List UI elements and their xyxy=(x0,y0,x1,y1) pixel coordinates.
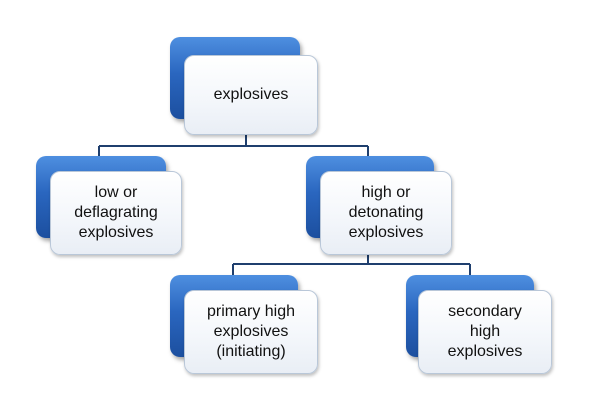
node-high-explosives-front: high or detonating explosives xyxy=(320,171,452,255)
node-secondary-high-explosives-label: secondary high explosives xyxy=(447,303,523,360)
node-primary-high-explosives-label: primary high explosives (initiating) xyxy=(206,303,296,360)
node-primary-high-explosives: primary high explosives (initiating) xyxy=(170,275,320,375)
node-explosives: explosives xyxy=(170,37,320,137)
node-high-explosives: high or detonating explosives xyxy=(306,156,456,256)
node-explosives-label: explosives xyxy=(213,86,289,103)
node-low-explosives: low or deflagrating explosives xyxy=(36,156,186,256)
node-secondary-high-explosives-front: secondary high explosives xyxy=(418,290,552,374)
node-explosives-front: explosives xyxy=(184,55,318,135)
node-primary-high-explosives-front: primary high explosives (initiating) xyxy=(184,290,318,374)
node-low-explosives-label: low or deflagrating explosives xyxy=(74,184,158,241)
node-low-explosives-front: low or deflagrating explosives xyxy=(50,171,182,255)
node-secondary-high-explosives: secondary high explosives xyxy=(406,275,556,375)
node-high-explosives-label: high or detonating explosives xyxy=(348,184,424,241)
